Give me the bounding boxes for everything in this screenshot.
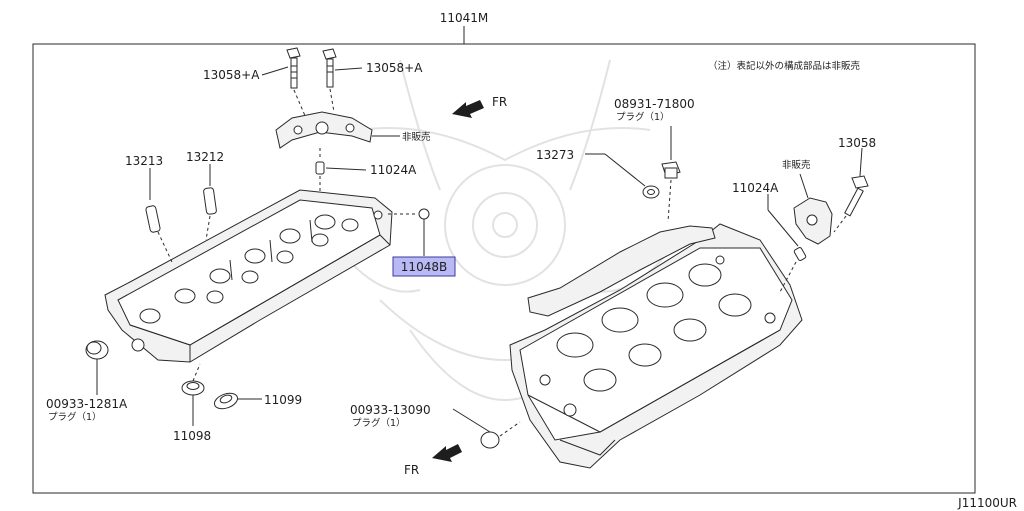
plug-00933-13090: [452, 408, 521, 449]
frame-label: 11041M: [440, 11, 489, 25]
label-11048b[interactable]: 11048B: [401, 260, 447, 274]
washer-13273: [585, 153, 660, 199]
left-bolt-a: [286, 47, 307, 119]
label-00933-13090: 00933-13090: [350, 403, 431, 417]
valve-guide-13212: [203, 164, 217, 241]
label-00933-1281a: 00933-1281A: [46, 397, 128, 411]
right-cylinder-head: [509, 223, 803, 469]
right-cam-bracket: [793, 173, 833, 245]
fr-label-lower: FR: [404, 463, 419, 477]
label-13212: 13212: [186, 150, 224, 164]
label-11024a-right: 11024A: [732, 181, 779, 195]
not-for-sale-note: （注）表記以外の構成部品は非販売: [708, 60, 860, 72]
plug-08931-71800: [661, 126, 681, 223]
label-08931-71800: 08931-71800: [614, 97, 695, 111]
label-not-for-sale-left: 非販売: [402, 131, 431, 143]
seal-11098: [181, 363, 205, 426]
left-cylinder-head: [104, 189, 393, 363]
right-dowel-pin: [767, 194, 807, 293]
fr-arrow-lower: [432, 444, 462, 462]
label-13058b: 13058+A: [366, 61, 423, 75]
label-13273: 13273: [536, 148, 574, 162]
watermark-logo: [339, 59, 671, 401]
fr-arrow-upper: [452, 100, 484, 118]
label-11099: 11099: [264, 393, 302, 407]
left-dowel-pin: [315, 148, 325, 192]
seal-11099: [213, 392, 262, 410]
left-cam-bracket: [275, 111, 373, 149]
right-bolt: [833, 147, 869, 233]
label-11098: 11098: [173, 429, 211, 443]
label-11048b-highlight[interactable]: [392, 256, 456, 277]
left-bolt-b: [322, 48, 337, 113]
diagram-code: J11100UR: [957, 496, 1017, 510]
label-08931-71800-sub: プラグ（1）: [616, 111, 670, 123]
fr-label-upper: FR: [492, 95, 507, 109]
label-00933-1281a-sub: プラグ（1）: [48, 411, 102, 423]
label-13213: 13213: [125, 154, 163, 168]
label-11024a-left: 11024A: [370, 163, 417, 177]
label-13058-right: 13058: [838, 136, 876, 150]
label-13058a: 13058+A: [203, 68, 260, 82]
valve-guide-13213: [145, 168, 173, 263]
label-not-for-sale-right: 非販売: [782, 159, 811, 171]
plug-00933-1281a: [85, 340, 109, 395]
diagram-frame: [32, 43, 976, 494]
label-00933-13090-sub: プラグ（1）: [352, 417, 406, 429]
